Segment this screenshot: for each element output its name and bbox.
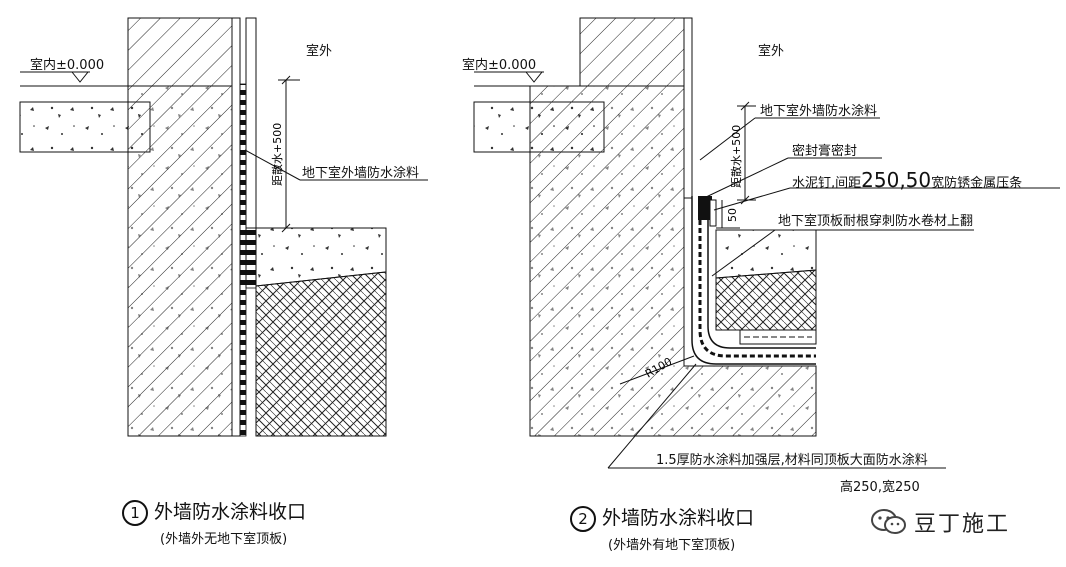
- sealant-label: 密封膏密封: [792, 144, 858, 159]
- level-label-2: 室内±0.000: [462, 58, 537, 73]
- nail-label: 水泥钉,间距250,50宽防锈金属压条: [792, 168, 1022, 192]
- height-label-2: 距散水+500: [729, 125, 743, 188]
- roof-membrane-label: 地下室顶板耐根穿刺防水卷材上翻: [778, 214, 974, 229]
- membrane-upturn-2: [698, 196, 816, 358]
- upper-wall-2: [579, 17, 685, 87]
- coating-layer-1: [239, 83, 247, 437]
- outside-soil-1: [255, 271, 387, 437]
- coating-label-1: 地下室外墙防水涂料: [302, 166, 420, 181]
- diagram-1: [19, 17, 428, 437]
- watermark-text: 豆丁施工: [914, 512, 1011, 537]
- caption-number-1: 1: [122, 499, 148, 526]
- watermark: 豆丁施工: [870, 506, 1010, 538]
- diagram-2: [473, 17, 1060, 469]
- nail-label-values: 250,50: [861, 168, 932, 192]
- coating-label-2: 地下室外墙防水涂料: [760, 104, 878, 119]
- caption-2: 2 外墙防水涂料收口: [570, 503, 754, 532]
- nail-label-prefix: 水泥钉,间距: [792, 176, 862, 191]
- sealant-block-2: [698, 196, 712, 220]
- wechat-icon: [871, 509, 906, 534]
- caption-1: 1 外墙防水涂料收口: [122, 497, 306, 526]
- height-label-1: 距散水+500: [270, 123, 284, 186]
- subcaption-1: (外墙外无地下室顶板): [160, 532, 288, 547]
- bottom-note-2: 高250,宽250: [840, 480, 920, 495]
- outside-soil-2: [715, 269, 817, 331]
- caption-number-2: 2: [570, 505, 596, 532]
- nail-label-suffix: 宽防锈金属压条: [931, 176, 1023, 191]
- outside-label-2: 室外: [758, 44, 785, 59]
- outside-label-1: 室外: [306, 44, 333, 59]
- caption-text-2: 外墙防水涂料收口: [602, 507, 755, 529]
- bottom-note: 1.5厚防水涂料加强层,材料同顶板大面防水涂料: [656, 453, 928, 468]
- level-label-1: 室内±0.000: [30, 58, 105, 73]
- dim-50-label: 50: [726, 208, 739, 222]
- protection-board-1: [231, 17, 241, 437]
- upper-wall-1: [127, 17, 233, 87]
- subcaption-2: (外墙外有地下室顶板): [608, 538, 736, 553]
- caption-text-1: 外墙防水涂料收口: [154, 501, 307, 523]
